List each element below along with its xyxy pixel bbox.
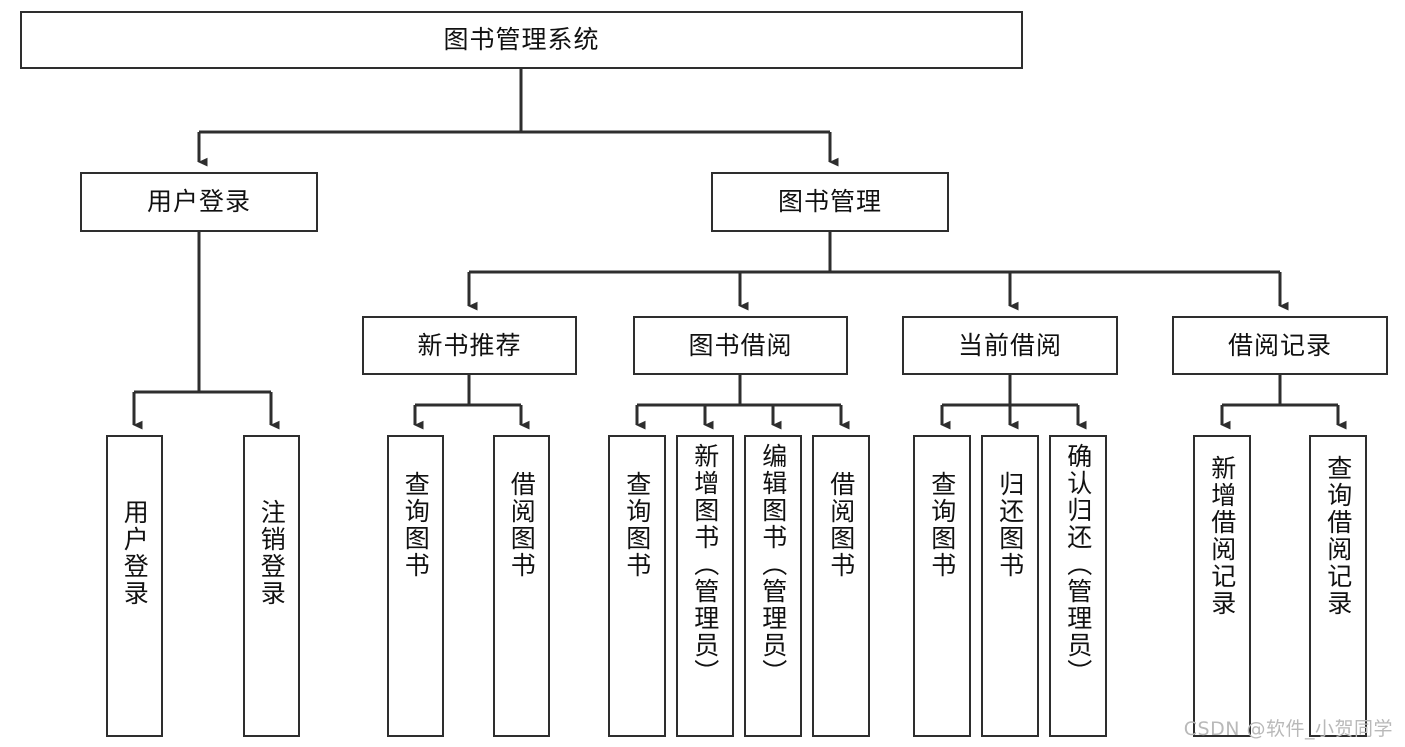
leaf-cb-query-book-label: 查询图书 (927, 471, 957, 579)
leaf-br-add-record-label: 新增借阅记录 (1207, 455, 1237, 617)
leaf-logout-label: 注销登录 (257, 499, 287, 607)
leaf-nb-query-book[interactable]: 查询图书 (387, 435, 444, 737)
leaf-user-login[interactable]: 用户登录 (106, 435, 163, 737)
leaf-bb-edit-book-admin-label: 编辑图书（管理员） (758, 443, 788, 686)
node-current-borrow[interactable]: 当前借阅 (902, 316, 1118, 375)
leaf-bb-edit-book-admin[interactable]: 编辑图书（管理员） (744, 435, 802, 737)
node-borrow-records[interactable]: 借阅记录 (1172, 316, 1388, 375)
leaf-cb-return-book-label: 归还图书 (995, 471, 1025, 579)
node-book-borrow-label: 图书借阅 (688, 330, 793, 360)
node-borrow-records-label: 借阅记录 (1227, 330, 1332, 360)
csdn-watermark: CSDN @软件_小贺同学 (1183, 718, 1393, 740)
node-new-book-recommend[interactable]: 新书推荐 (362, 316, 577, 375)
leaf-cb-confirm-return-admin[interactable]: 确认归还（管理员） (1049, 435, 1107, 737)
leaf-nb-query-book-label: 查询图书 (401, 471, 431, 579)
node-root[interactable]: 图书管理系统 (20, 11, 1023, 69)
leaf-cb-query-book[interactable]: 查询图书 (913, 435, 971, 737)
node-book-borrow[interactable]: 图书借阅 (633, 316, 848, 375)
leaf-cb-return-book[interactable]: 归还图书 (981, 435, 1039, 737)
node-root-label: 图书管理系统 (443, 25, 600, 55)
leaf-cb-confirm-return-admin-label: 确认归还（管理员） (1063, 443, 1093, 686)
leaf-bb-borrow-book-label: 借阅图书 (826, 471, 856, 579)
leaf-bb-add-book-admin-label: 新增图书（管理员） (690, 443, 720, 686)
leaf-bb-query-book[interactable]: 查询图书 (608, 435, 666, 737)
node-current-borrow-label: 当前借阅 (957, 330, 1062, 360)
leaf-bb-borrow-book[interactable]: 借阅图书 (812, 435, 870, 737)
node-new-book-recommend-label: 新书推荐 (417, 330, 522, 360)
leaf-nb-borrow-book[interactable]: 借阅图书 (493, 435, 550, 737)
node-user-login[interactable]: 用户登录 (80, 172, 318, 232)
node-book-management-label: 图书管理 (777, 187, 882, 217)
leaf-br-add-record[interactable]: 新增借阅记录 (1193, 435, 1251, 737)
leaf-bb-query-book-label: 查询图书 (622, 471, 652, 579)
leaf-nb-borrow-book-label: 借阅图书 (507, 471, 537, 579)
leaf-br-query-record[interactable]: 查询借阅记录 (1309, 435, 1367, 737)
leaf-user-login-label: 用户登录 (120, 499, 150, 607)
leaf-br-query-record-label: 查询借阅记录 (1323, 455, 1353, 617)
node-user-login-label: 用户登录 (146, 187, 251, 217)
node-book-management[interactable]: 图书管理 (711, 172, 949, 232)
leaf-bb-add-book-admin[interactable]: 新增图书（管理员） (676, 435, 734, 737)
leaf-logout[interactable]: 注销登录 (243, 435, 300, 737)
